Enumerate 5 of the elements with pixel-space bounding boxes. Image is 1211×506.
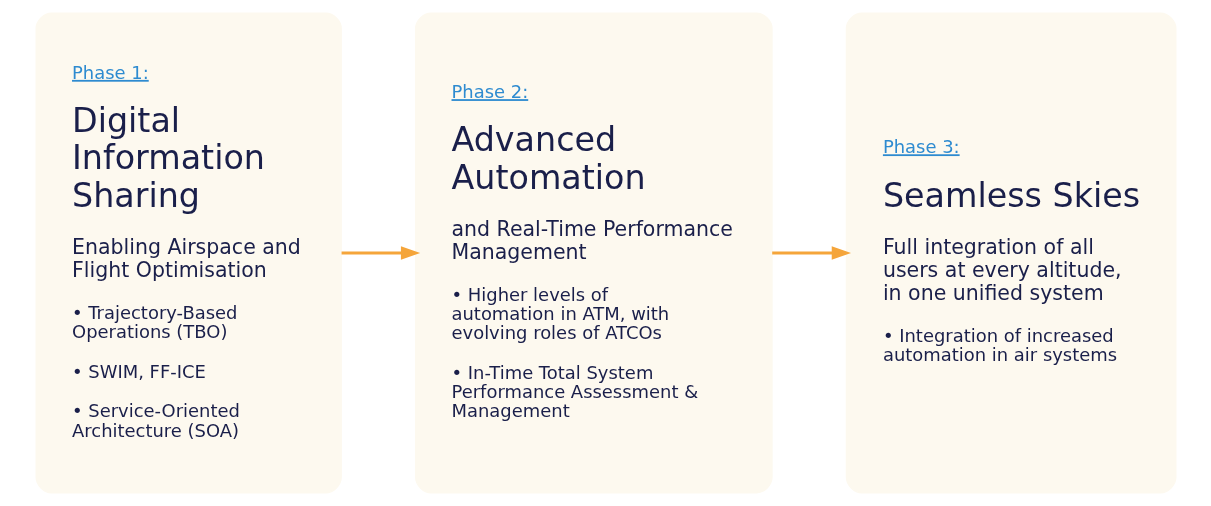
node-box: Phase 1: Digital Information Sharing Enabling Airspace and Flight Optimisation • Trajectory-Based Operations (TBO) • SWIM, FF-ICE • Service-Oriented Architecture (SOA) — [35, 12, 342, 494]
arrow — [341, 246, 420, 260]
node-box: Phase 3: Seamless Skies Full integration of all users at every altitude, in one unified system • Integration of increased automation in air systems — [845, 12, 1176, 494]
node-box: Phase 2: Advanced Automation and Real-Time Performance Management • Higher levels of automation in ATM, with evolving roles of ATCOs • In-Time Total System Performance Assessment & Management — [414, 12, 773, 494]
arrow — [771, 246, 851, 260]
